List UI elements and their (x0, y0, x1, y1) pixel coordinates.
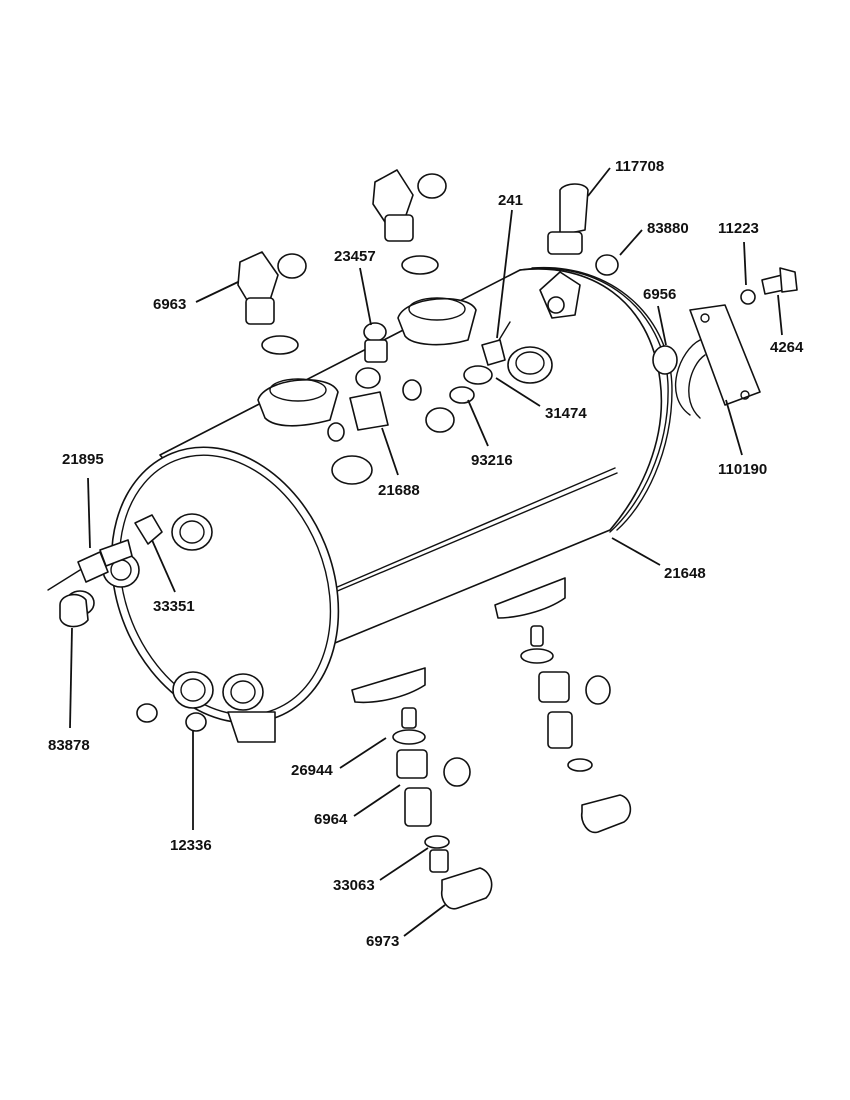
label-11223: 11223 (718, 220, 759, 237)
label-117708: 117708 (615, 158, 664, 175)
label-6956: 6956 (643, 286, 676, 303)
label-33351: 33351 (153, 598, 195, 615)
part-number-labels: 117708 241 83880 11223 23457 6963 6956 4… (48, 158, 804, 950)
probe-21895 (47, 539, 133, 591)
label-26944: 26944 (291, 762, 333, 779)
tank-bottom-bosses (351, 577, 566, 704)
safety-valve-117708 (539, 183, 589, 319)
label-21648: 21648 (664, 565, 706, 582)
lower-valve-assembly-right (520, 625, 632, 834)
label-83878: 83878 (48, 737, 90, 754)
label-110190: 110190 (718, 461, 767, 478)
bolt-4264 (761, 267, 798, 295)
label-93216: 93216 (471, 452, 513, 469)
label-21688: 21688 (378, 482, 420, 499)
fitting-23457 (363, 322, 388, 363)
label-33063: 33063 (333, 877, 375, 894)
label-4264: 4264 (770, 339, 804, 356)
washer-left (136, 703, 158, 723)
lower-valve-assembly-left (392, 707, 493, 910)
label-12336: 12336 (170, 837, 212, 854)
label-83880: 83880 (647, 220, 689, 237)
label-23457: 23457 (334, 248, 376, 265)
upper-valve-6963 (237, 251, 307, 355)
heating-element-110190 (652, 304, 761, 419)
tank-top-bosses (257, 297, 553, 485)
label-21895: 21895 (62, 451, 104, 468)
label-6973: 6973 (366, 933, 399, 950)
label-31474: 31474 (545, 405, 587, 422)
front-cap-fittings (102, 513, 276, 743)
tee-fitting-21688 (327, 367, 422, 442)
upper-valve-top (372, 169, 447, 275)
label-241: 241 (498, 192, 523, 209)
leader-lines (69, 167, 783, 937)
label-6963: 6963 (153, 296, 186, 313)
label-6964: 6964 (314, 811, 348, 828)
probe-241 (425, 321, 511, 433)
washer-12336 (185, 712, 207, 732)
fitting-83880 (595, 254, 619, 276)
washer-11223 (740, 289, 756, 305)
plug-83878 (59, 590, 95, 628)
